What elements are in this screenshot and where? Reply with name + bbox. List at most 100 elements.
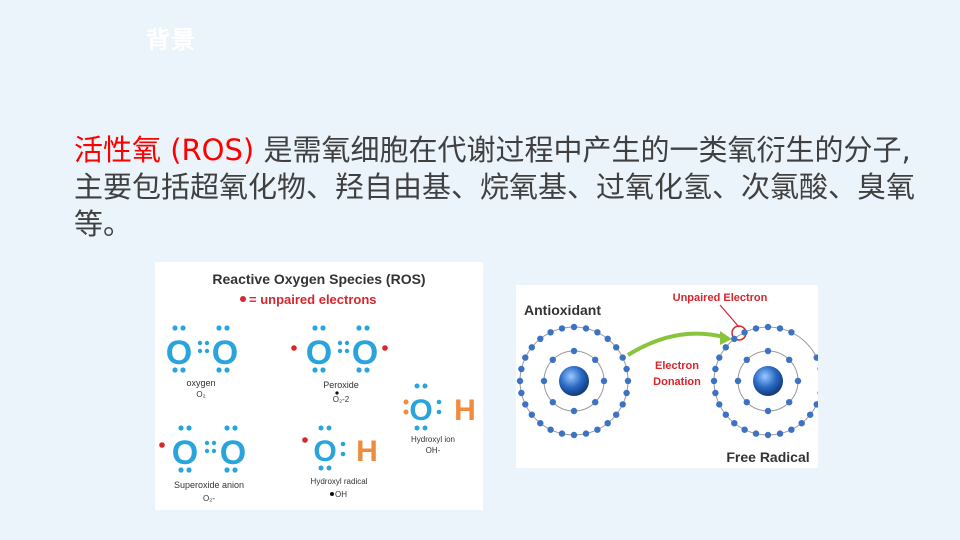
electron-dot [741,426,748,433]
svg-text:O: O [306,334,332,372]
electron-dot [570,347,578,355]
species-name: Hydroxyl radical [311,477,368,486]
electron-dot [722,344,729,351]
electron-dot [817,365,824,373]
electron-dot [582,325,590,332]
electron-dot [722,411,729,418]
electron-dot [594,329,601,336]
electron-dot [813,354,820,361]
electron-dot [537,420,544,427]
electron-dot [613,411,620,418]
svg-text:H: H [454,394,476,427]
electron-dot [623,365,630,373]
electron-dot [788,426,795,433]
species-name: Hydroxyl ion [411,435,455,444]
pointer-line [719,304,740,328]
electron-dot [549,399,556,406]
species-notation: O₂ [196,390,205,399]
electron-dot [540,377,548,385]
electron-label: Electron [655,360,699,372]
electron-dot [518,389,525,397]
electron-dot [764,347,772,355]
species-notation: OH [335,490,347,499]
svg-text:O: O [212,334,238,372]
electron-dot [547,329,554,336]
hydroxyl-radical: O H Hydroxyl radical OH [302,425,378,499]
electron-dot [528,344,535,351]
electron-dot [786,356,793,363]
svg-text:O: O [220,434,246,472]
hydroxyl-ion: O H Hydroxyl ion OH- [403,383,476,455]
electron-dot [813,401,820,408]
electron-dot [794,377,802,385]
electron-dot [764,431,772,439]
slide-title: 背景 [146,26,196,54]
donation-label: Donation [653,376,701,388]
ros-diagram: Reactive Oxygen Species (ROS) = unpaired… [159,271,476,503]
electron-dot [558,325,566,332]
electron-dot [731,335,738,342]
electron-dot [619,401,626,408]
svg-text:O: O [313,435,336,468]
species-notation: OH- [426,446,441,455]
svg-text:O: O [172,434,198,472]
antioxidant-atom [516,323,632,439]
electron-dot [716,401,723,408]
electron-dot [619,354,626,361]
electron-dot [752,325,760,332]
free-radical-label: Free Radical [726,449,809,465]
antioxidant-figure: Antioxidant Unpaired Electron Electron D… [516,285,826,468]
electron-dot [516,377,524,385]
electron-dot [776,325,784,332]
electron-dot [734,377,742,385]
electron-dot [710,377,718,385]
electron-dot [582,430,590,437]
electron-dot [600,377,608,385]
arrow-head [720,331,732,345]
electron-dot [528,411,535,418]
donation-arrow [626,331,725,357]
ros-legend: = unpaired electrons [249,292,377,307]
svg-text:O: O [166,334,192,372]
electron-dot [624,377,632,385]
electron-dot [604,335,611,342]
electron-dot [570,407,578,415]
electron-dot [776,430,784,437]
electron-dot [764,323,772,331]
body-paragraph: 活性氧 (ROS) 是需氧细胞在代谢过程中产生的一类氧衍生的分子, 主要包括超氧… [74,132,924,243]
electron-dot [613,344,620,351]
electron-dot [604,420,611,427]
antioxidant-label: Antioxidant [524,302,601,318]
electron-dot [798,420,805,427]
legend-dot [240,296,246,302]
electron-dot [716,354,723,361]
ros-figure: Reactive Oxygen Species (ROS) = unpaired… [155,262,483,510]
electron-dot [592,356,599,363]
electron-dot [537,335,544,342]
electron-dot [594,426,601,433]
electron-dot [741,329,748,336]
free-radical-atom [710,323,826,439]
svg-text:O: O [352,334,378,372]
electron-dot [788,329,795,336]
electron-dot [764,407,772,415]
species-name: Superoxide anion [174,480,244,490]
electron-dot [712,365,719,373]
electron-dot [752,430,760,437]
unpaired-electron-label: Unpaired Electron [673,292,768,304]
electron-dot [549,356,556,363]
electron-dot [570,323,578,331]
superoxide-anion: O O Superoxide anion O₂- [159,425,246,503]
electron-dot [522,401,529,408]
electron-dot [570,431,578,439]
electron-dot [547,426,554,433]
electron-dot [743,356,750,363]
electron-dot [743,399,750,406]
species-name: oxygen [186,378,215,388]
body-text: 是需氧细胞在代谢过程中产生的一类氧衍生的分子, 主要包括超氧化物、羟自由基、烷氧… [74,133,916,241]
electron-dot [558,430,566,437]
electron-dot [518,365,525,373]
svg-text:O: O [409,394,432,427]
electron-dot [731,420,738,427]
ros-title: Reactive Oxygen Species (ROS) [212,271,425,287]
